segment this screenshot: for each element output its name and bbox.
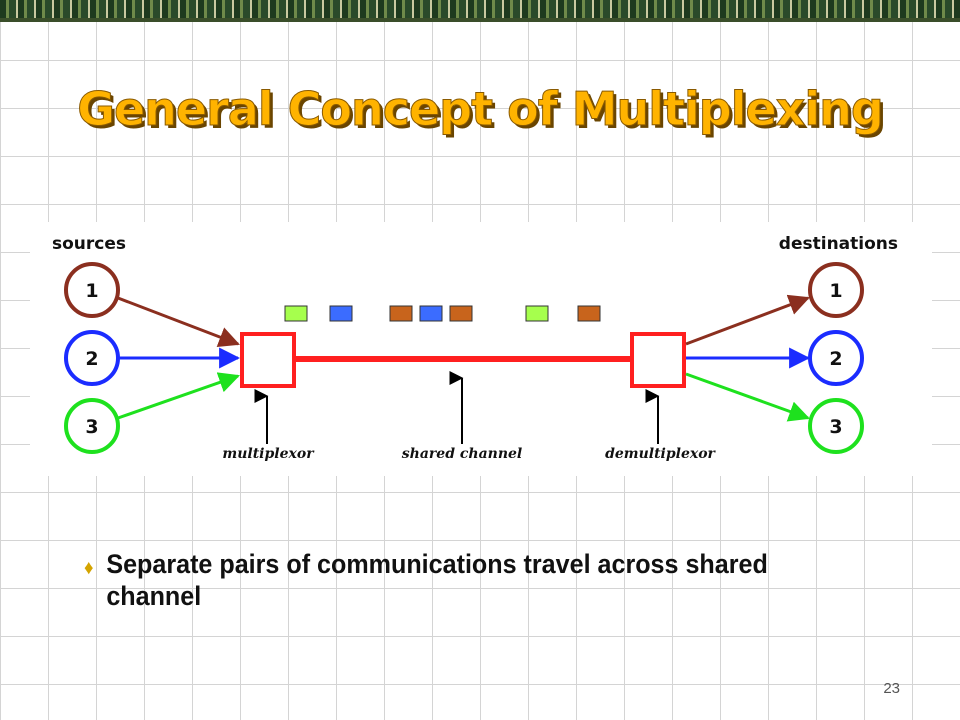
- bullet-point: ♦ Separate pairs of communications trave…: [84, 548, 791, 612]
- packet-brown: [577, 305, 601, 322]
- packet-brown: [389, 305, 413, 322]
- source-1-label: 1: [85, 280, 98, 302]
- diamond-bullet-icon: ♦: [84, 557, 94, 579]
- packet-row: [284, 305, 601, 322]
- slide-title: General Concept of Multiplexing: [77, 82, 885, 137]
- packet-blue: [329, 305, 353, 322]
- source-3-label: 3: [85, 416, 98, 438]
- destination-1-label: 1: [829, 280, 842, 302]
- source-2: 2: [64, 330, 120, 386]
- destination-2-label: 2: [829, 348, 842, 370]
- top-banner: [0, 0, 960, 22]
- destination-1-arrow: [685, 294, 810, 346]
- packet-green: [284, 305, 308, 322]
- multiplexing-diagram: sources destinations 1 2 3: [30, 222, 932, 476]
- multiplexor-label: multiplexor: [222, 446, 315, 462]
- source-3-arrow: [117, 372, 240, 420]
- source-3: 3: [64, 398, 120, 454]
- demultiplexor-label: demultiplexor: [605, 446, 716, 462]
- destination-3-label: 3: [829, 416, 842, 438]
- destination-2: 2: [808, 330, 864, 386]
- source-1-arrow: [117, 296, 240, 348]
- page-number: 23: [883, 680, 900, 697]
- shared-channel-label: shared channel: [402, 446, 522, 462]
- packet-green: [525, 305, 549, 322]
- destinations-label: destinations: [779, 234, 898, 254]
- source-2-label: 2: [85, 348, 98, 370]
- source-1: 1: [64, 262, 120, 318]
- demultiplexor-box: [630, 332, 686, 388]
- packet-brown: [449, 305, 473, 322]
- destination-1: 1: [808, 262, 864, 318]
- multiplexor-box: [240, 332, 296, 388]
- sources-label: sources: [52, 234, 126, 254]
- destination-3: 3: [808, 398, 864, 454]
- destination-3-arrow: [685, 372, 810, 422]
- packet-blue: [419, 305, 443, 322]
- bullet-text: Separate pairs of communications travel …: [106, 549, 768, 611]
